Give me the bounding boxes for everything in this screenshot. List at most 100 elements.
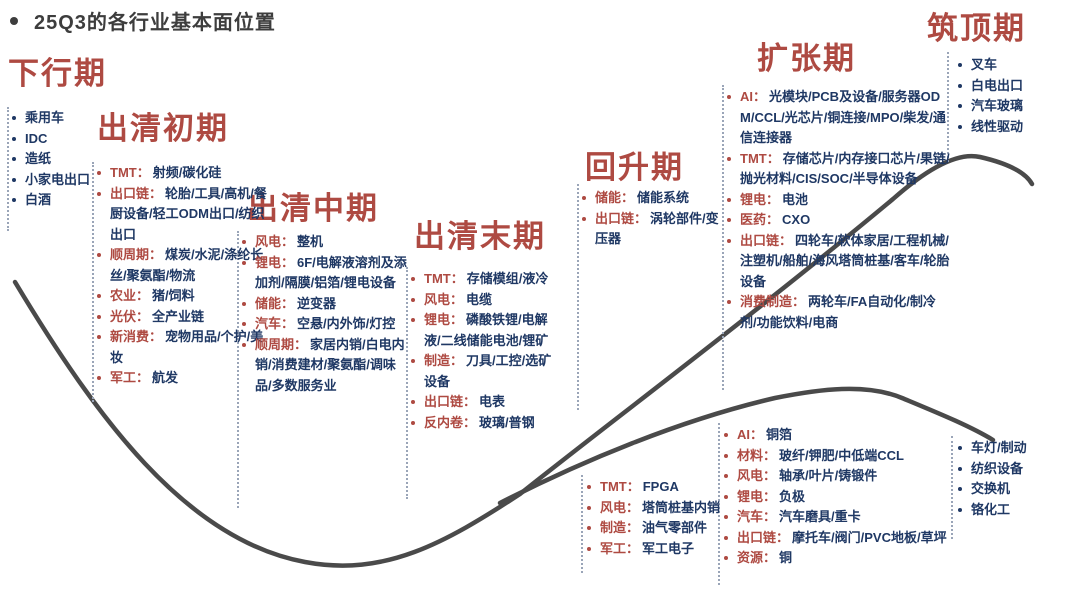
industry-item-text: 铜: [779, 550, 793, 565]
industry-category-label: 光伏：: [110, 308, 150, 324]
industry-item-text: 纺织设备: [971, 460, 1024, 476]
industry-category-label: 风电：: [255, 234, 295, 249]
dotted-divider: [947, 52, 949, 162]
industry-item-text: FPGA: [642, 479, 679, 494]
page-title-text: 25Q3的各行业基本面位置: [34, 12, 276, 34]
industry-item: 纺织设备: [956, 459, 1071, 480]
industry-category-label: 制造：: [600, 520, 640, 535]
industry-item-text: IDC: [25, 130, 48, 146]
industry-item: 风电：塔筒桩基内销: [585, 498, 725, 519]
industry-item-text: 铬化工: [971, 501, 1011, 517]
industry-item-text: 线性驱动: [971, 118, 1024, 134]
phase-heading-recovery: 回升期: [585, 150, 684, 185]
industry-item: AI：铜箔: [722, 425, 950, 446]
industry-item-text: 白酒: [25, 192, 52, 207]
industry-category-label: 汽车：: [255, 316, 295, 331]
industry-category-label: 储能：: [255, 295, 295, 311]
industry-category-label: AI：: [737, 427, 764, 442]
industry-item-text: 油气零部件: [642, 520, 708, 535]
industry-item: 叉车: [956, 55, 1066, 76]
industry-item-text: 存储芯片/内存接口芯片/果链/抛光材料/CIS/SOC/半导体设备: [740, 150, 950, 187]
industry-item-text: 磷酸铁锂/电解液/二线储能电池/锂矿: [424, 312, 549, 348]
industry-item: 出口链：轮胎/工具/高机/餐厨设备/轻工ODM出口/纺织出口: [95, 184, 267, 246]
industry-category-label: 锂电：: [424, 312, 464, 327]
dotted-divider: [406, 267, 408, 499]
industry-item: 材料：玻纤/钾肥/中低端CCL: [722, 446, 950, 467]
industry-item: 汽车：空悬/内外饰/灯控: [240, 314, 412, 335]
industry-category-label: 出口链：: [740, 232, 793, 248]
industry-item-text: 猪/饲料: [152, 288, 195, 303]
industry-category-label: 军工：: [110, 370, 150, 385]
industry-category-label: 出口链：: [737, 529, 790, 545]
industry-item: 汽车：汽车磨具/重卡: [722, 507, 950, 528]
industry-item: 汽车玻璃: [956, 96, 1066, 117]
industry-item: TMT：FPGA: [585, 477, 725, 498]
industry-item: 农业：猪/饲料: [95, 286, 267, 307]
dotted-divider: [7, 107, 9, 231]
industry-item: AI：光模块/PCB及设备/服务器ODM/CCL/光芯片/铜连接/MPO/柴发/…: [725, 87, 951, 149]
industry-category-label: 锂电：: [737, 488, 777, 504]
industry-item: 乘用车: [10, 108, 110, 129]
industry-item: 顺周期：煤炭/水泥/涤纶长丝/聚氨酯/物流: [95, 245, 267, 286]
industry-item: 制造：油气零部件: [585, 518, 725, 539]
industry-category-label: 顺周期：: [110, 247, 163, 262]
industry-item: 出口链：摩托车/阀门/PVC地板/草坪: [722, 528, 950, 549]
industry-item-text: 宠物用品/个护/美妆: [110, 329, 264, 365]
industry-item: 风电：整机: [240, 232, 412, 253]
industry-item: 锂电：电池: [725, 190, 951, 211]
industry-category-label: 顺周期：: [255, 336, 308, 352]
phase-heading-clearing-mid: 出清中期: [247, 191, 379, 226]
industry-item: 白酒: [10, 190, 110, 211]
industry-list-clearing-early: TMT：射频/碳化硅出口链：轮胎/工具/高机/餐厨设备/轻工ODM出口/纺织出口…: [95, 163, 267, 389]
industry-category-label: 锂电：: [255, 254, 295, 270]
industry-item-text: 轴承/叶片/铸锻件: [779, 468, 878, 483]
industry-category-label: TMT：: [424, 271, 464, 286]
industry-item-text: 铜箔: [766, 427, 793, 442]
industry-item-text: 储能系统: [637, 190, 690, 205]
industry-item-text: 玻璃/普钢: [479, 414, 535, 430]
industry-item: TMT：射频/碳化硅: [95, 163, 267, 184]
industry-item: TMT：存储芯片/内存接口芯片/果链/抛光材料/CIS/SOC/半导体设备: [725, 149, 951, 190]
industry-item-text: 射频/碳化硅: [152, 165, 222, 180]
phase-heading-topping: 筑顶期: [927, 11, 1026, 46]
industry-item-text: 白电出口: [971, 77, 1024, 93]
industry-item-text: 汽车磨具/重卡: [779, 509, 861, 524]
industry-category-label: 反内卷：: [424, 414, 477, 430]
industry-category-label: 风电：: [600, 499, 640, 515]
phase-heading-clearing-late: 出清末期: [414, 219, 546, 254]
industry-item: 交换机: [956, 479, 1071, 500]
industry-item-text: 车灯/制动: [971, 440, 1027, 455]
industry-item: 资源：铜: [722, 548, 950, 569]
industry-category-label: TMT：: [600, 479, 640, 494]
industry-list-branch-after-top: 车灯/制动纺织设备交换机铬化工: [956, 438, 1071, 520]
industry-item-text: 小家电出口: [25, 171, 91, 187]
industry-item: 锂电：6F/电解液溶剂及添加剂/隔膜/铝箔/锂电设备: [240, 253, 412, 294]
industry-item-text: 叉车: [971, 57, 998, 72]
industry-item: 锂电：负极: [722, 487, 950, 508]
industry-item-text: 玻纤/钾肥/中低端CCL: [779, 447, 904, 463]
dotted-divider: [237, 231, 239, 508]
cycle-branch-curve: [497, 386, 996, 506]
industry-category-label: 风电：: [737, 468, 777, 483]
industry-list-clearing-late: TMT：存储模组/液冷风电：电缆锂电：磷酸铁锂/电解液/二线储能电池/锂矿制造：…: [409, 269, 559, 433]
industry-item-text: 轮胎/工具/高机/餐厨设备/轻工ODM出口/纺织出口: [110, 185, 267, 242]
industry-category-label: TMT：: [740, 150, 780, 166]
industry-item-text: 负极: [779, 488, 806, 504]
industry-list-expansion: AI：光模块/PCB及设备/服务器ODM/CCL/光芯片/铜连接/MPO/柴发/…: [725, 87, 951, 333]
industry-item: 造纸: [10, 149, 110, 170]
industry-item-text: 汽车玻璃: [971, 98, 1024, 113]
industry-category-label: 风电：: [424, 291, 464, 307]
industry-item: 消费制造：两轮车/FA自动化/制冷剂/功能饮料/电商: [725, 292, 951, 333]
dotted-divider: [581, 475, 583, 573]
industry-item-text: 整机: [297, 234, 324, 249]
industry-category-label: 消费制造：: [740, 294, 806, 309]
industry-category-label: 锂电：: [740, 191, 780, 207]
industry-item: 出口链：涡轮部件/变压器: [580, 209, 720, 250]
industry-item: 风电：轴承/叶片/铸锻件: [722, 466, 950, 487]
industry-item-text: CXO: [782, 212, 811, 227]
industry-item: 储能：逆变器: [240, 294, 412, 315]
industry-item-text: 家居内销/白电内销/消费建材/聚氨酯/调味品/多数服务业: [255, 336, 405, 393]
phase-heading-clearing-early: 出清初期: [97, 111, 229, 146]
